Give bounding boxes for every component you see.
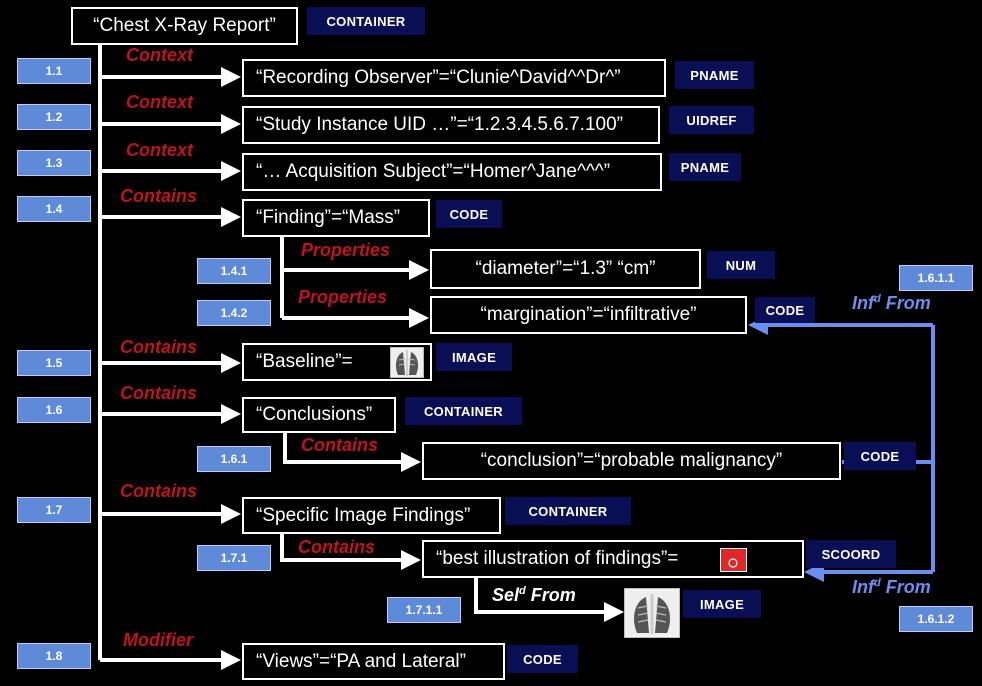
relation-label-1-5: Contains xyxy=(120,337,198,357)
index-badge-1-5: 1.5 xyxy=(17,350,91,376)
node-recording-observer: “Recording Observer”=“Clunie^David^^Dr^” xyxy=(242,59,666,97)
index-badge-1-6-1-2: 1.6.1.2 xyxy=(899,606,973,632)
type-badge-1-4-1: NUM xyxy=(707,251,775,279)
type-badge-1-7-1: SCOORD xyxy=(806,540,896,568)
region-marker-icon xyxy=(720,548,747,572)
type-badge-1-2: UIDREF xyxy=(669,106,754,134)
relation-label-1-7-1: Contains xyxy=(298,537,376,557)
node-conclusions: “Conclusions” xyxy=(242,397,396,433)
node-conclusion: “conclusion”=“probable malignancy” xyxy=(422,442,841,480)
chest-xray-thumbnail-icon xyxy=(390,347,424,378)
relation-label-1-7-1-1: Seld From xyxy=(492,585,576,605)
node-specific-image-findings: “Specific Image Findings” xyxy=(242,497,501,534)
edge-1-7-1 xyxy=(280,532,421,570)
index-badge-1-4: 1.4 xyxy=(17,196,91,222)
relation-label-1-4-2: Properties xyxy=(298,287,388,307)
type-badge-1-6-1: CODE xyxy=(844,442,916,470)
reference-label-1-6-1-1: Infd From xyxy=(852,293,931,313)
relation-label-1-8: Modifier xyxy=(123,630,193,650)
root-type-badge: CONTAINER xyxy=(307,7,425,35)
edge-1-7-1-1 xyxy=(474,577,624,622)
relation-label-1-4-1: Properties xyxy=(301,240,391,260)
relation-label-1-3: Context xyxy=(126,140,193,160)
root-node: “Chest X-Ray Report” xyxy=(71,7,298,45)
type-badge-1-7: CONTAINER xyxy=(505,497,631,525)
type-badge-1-5: IMAGE xyxy=(436,343,512,371)
index-badge-1-3: 1.3 xyxy=(17,150,91,176)
index-badge-1-7: 1.7 xyxy=(17,497,91,523)
index-badge-1-8: 1.8 xyxy=(17,643,91,669)
node-diameter: “diameter”=“1.3” “cm” xyxy=(430,249,701,289)
node-margination: “margination”=“infiltrative” xyxy=(430,296,747,334)
index-badge-1-6-1: 1.6.1 xyxy=(197,446,271,472)
relation-label-1-4: Contains xyxy=(120,186,198,206)
relation-label-1-6: Contains xyxy=(120,383,198,403)
relation-label-1-6-1: Contains xyxy=(301,435,379,455)
chest-xray-thumbnail-icon xyxy=(624,588,680,638)
reference-label-1-6-1-2: Infd From xyxy=(852,577,931,597)
node-best-illustration: “best illustration of findings”= xyxy=(422,540,804,578)
relation-label-1-1: Context xyxy=(126,45,193,65)
index-badge-1-7-1: 1.7.1 xyxy=(197,545,271,571)
index-badge-1-7-1-1: 1.7.1.1 xyxy=(387,597,461,623)
index-badge-1-6-1-1: 1.6.1.1 xyxy=(899,265,973,291)
node-study-instance-uid: “Study Instance UID …”=“1.2.3.4.5.6.7.10… xyxy=(242,106,660,144)
type-badge-1-4: CODE xyxy=(436,200,502,228)
type-badge-1-4-2: CODE xyxy=(755,297,815,323)
type-badge-1-7-1-1: IMAGE xyxy=(683,590,761,618)
index-badge-1-6: 1.6 xyxy=(17,397,91,423)
relation-label-1-7: Contains xyxy=(120,481,198,501)
type-badge-1-8: CODE xyxy=(507,645,578,673)
node-baseline: “Baseline”= xyxy=(242,343,432,381)
relation-label-1-2: Context xyxy=(126,92,193,112)
node-finding-mass: “Finding”=“Mass” xyxy=(242,199,430,237)
type-badge-1-3: PNAME xyxy=(669,153,741,181)
index-badge-1-2: 1.2 xyxy=(17,104,91,130)
edge-1-6-1 xyxy=(283,430,421,472)
index-badge-1-1: 1.1 xyxy=(17,58,91,84)
index-badge-1-4-2: 1.4.2 xyxy=(197,300,271,326)
type-badge-1-6: CONTAINER xyxy=(405,397,522,425)
node-acquisition-subject: “… Acquisition Subject”=“Homer^Jane^^^” xyxy=(242,153,662,191)
node-views: “Views”=“PA and Lateral” xyxy=(242,643,505,680)
index-badge-1-4-1: 1.4.1 xyxy=(197,258,271,284)
type-badge-1-1: PNAME xyxy=(675,61,754,89)
